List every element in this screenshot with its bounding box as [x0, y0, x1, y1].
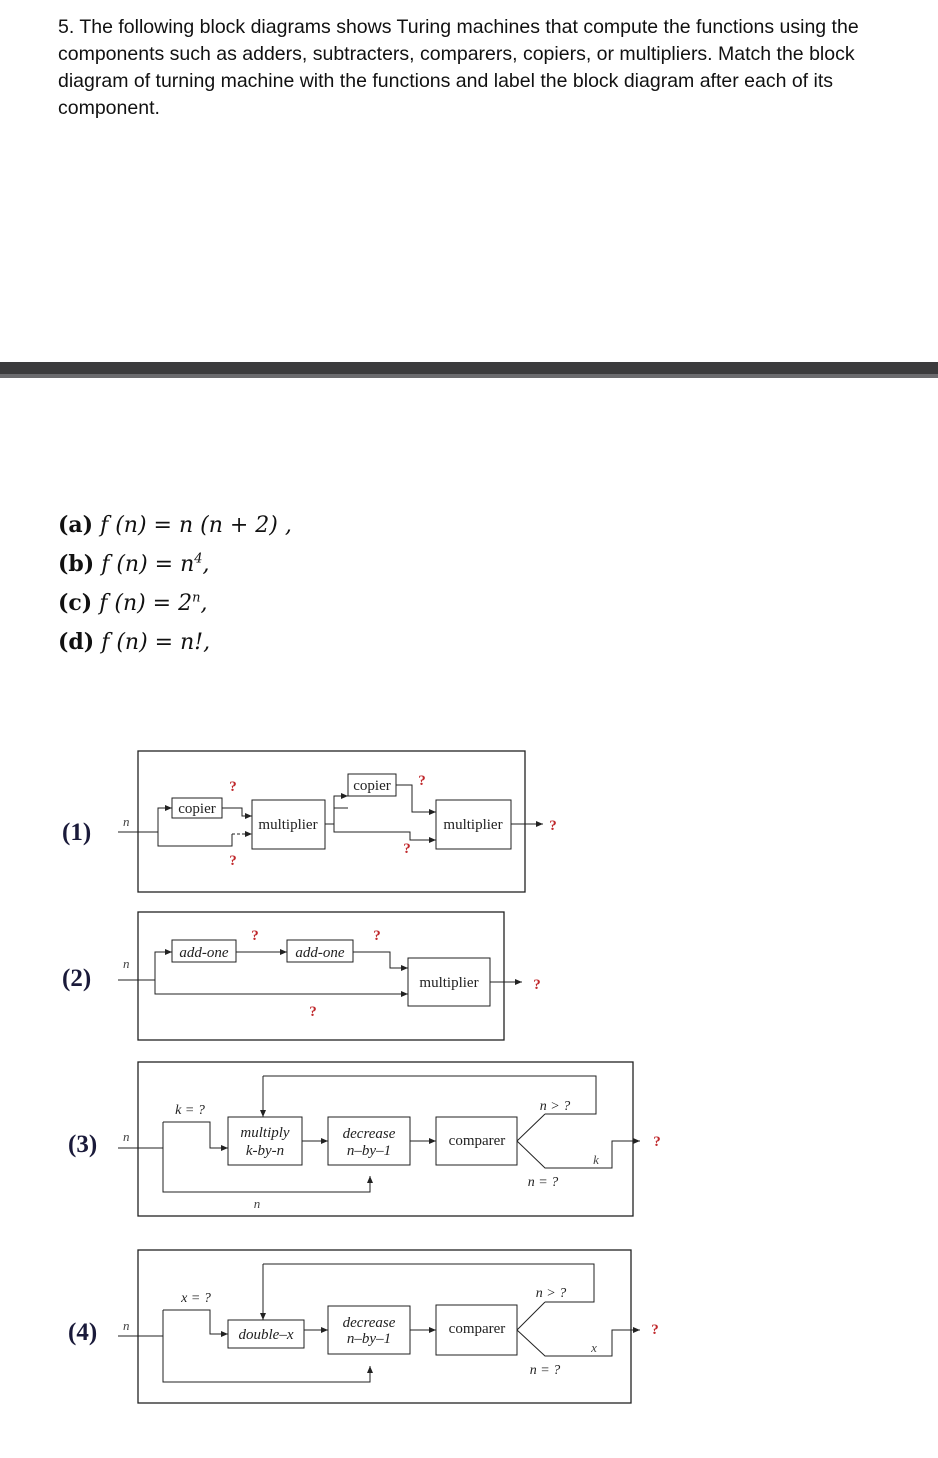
output-question-mark: ?	[651, 1322, 659, 1338]
multiplier-label: multiplier	[258, 817, 317, 833]
input-label: n	[123, 1318, 130, 1333]
gt-condition: n > ?	[540, 1099, 570, 1114]
decrease-label-2: n–by–1	[347, 1143, 391, 1159]
output-question-mark: ?	[533, 977, 541, 993]
question-mark: ?	[418, 773, 426, 789]
multiplier-box	[251, 799, 326, 850]
expr-base: f (n) = n	[101, 552, 195, 577]
comparer-box	[435, 1304, 518, 1356]
diagram-1: (1) n copier ? ? multiplier copier ? ? m…	[62, 750, 557, 893]
init-text: k = ?	[175, 1103, 205, 1118]
add-one-label: add-one	[179, 945, 228, 961]
expr-sup: 4	[194, 551, 203, 567]
multiplier-label: multiplier	[443, 817, 502, 833]
multiply-label-1: multiply	[240, 1125, 290, 1141]
question-mark: ?	[309, 1004, 317, 1020]
function-a: (a) f (n) = n (n + 2) ,	[58, 512, 292, 551]
decrease-label-1: decrease	[343, 1315, 396, 1331]
multiplier-label: multiplier	[419, 975, 478, 991]
question-mark: ?	[403, 841, 411, 857]
question-text: 5. The following block diagrams shows Tu…	[58, 16, 859, 119]
decrease-box	[327, 1116, 411, 1166]
multiplier-box	[407, 957, 491, 1007]
diagram-frame	[137, 750, 526, 893]
diagram-frame	[137, 1249, 632, 1404]
multiplier-box	[435, 799, 512, 850]
double-label: double–x	[239, 1327, 294, 1343]
add-one-box	[286, 939, 354, 963]
output-question-mark: ?	[549, 818, 557, 834]
decrease-box	[327, 1305, 411, 1355]
eq-condition: n = ?	[530, 1363, 560, 1378]
output-var: x	[590, 1340, 597, 1355]
function-expr: f (n) = n (n + 2) ,	[100, 513, 292, 538]
question-mark: ?	[229, 779, 237, 795]
comparer-box	[435, 1116, 518, 1166]
loop-var: n	[254, 1196, 261, 1211]
diagram-4: (4) n x = ? double–x decrease n–by–1 com…	[68, 1249, 659, 1404]
expr-tail: ,	[200, 591, 208, 616]
function-label: (a)	[58, 512, 94, 538]
diagram-label: (3)	[68, 1131, 97, 1158]
question-mark: ?	[251, 928, 259, 944]
gt-condition: n > ?	[536, 1286, 566, 1301]
input-label: n	[123, 956, 130, 971]
function-expr: f (n) = n!,	[101, 630, 211, 655]
output-question-mark: ?	[653, 1134, 661, 1150]
multiply-label-2: k-by-n	[246, 1143, 284, 1159]
function-b: (b) f (n) = n4,	[58, 551, 292, 590]
add-one-label: add-one	[295, 945, 344, 961]
expr-sup: n	[192, 590, 201, 606]
copier-label: copier	[353, 778, 390, 794]
expr-tail: ,	[202, 552, 210, 577]
comparer-label: comparer	[449, 1133, 506, 1149]
double-box	[227, 1319, 305, 1349]
copier-label: copier	[178, 801, 215, 817]
expr-base: f (n) = 2	[99, 591, 193, 616]
function-label: (c)	[58, 590, 93, 616]
separator-bar	[0, 362, 938, 378]
function-expr: f (n) = 2n,	[99, 591, 207, 616]
function-list: (a) f (n) = n (n + 2) , (b) f (n) = n4, …	[58, 512, 292, 668]
diagram-frame	[137, 911, 505, 1041]
eq-condition: n = ?	[528, 1175, 558, 1190]
function-d: (d) f (n) = n!,	[58, 629, 292, 668]
diagram-3: (3) n k = ? multiply k-by-n n decrease n…	[68, 1061, 661, 1217]
decrease-label-1: decrease	[343, 1126, 396, 1142]
comparer-label: comparer	[449, 1321, 506, 1337]
diagram-2: (2) n add-one ? add-one ? ? multiplier ?	[62, 911, 541, 1041]
function-label: (d)	[58, 629, 95, 655]
init-condition: x = ?	[180, 1291, 211, 1306]
function-label: (b)	[58, 551, 95, 577]
question-mark: ?	[373, 928, 381, 944]
diagram-label: (4)	[68, 1319, 97, 1346]
output-var: k	[593, 1152, 599, 1167]
input-label: n	[123, 814, 130, 829]
function-expr: f (n) = n4,	[101, 552, 209, 577]
multiply-box	[227, 1116, 303, 1166]
decrease-label-2: n–by–1	[347, 1331, 391, 1347]
add-one-box	[171, 939, 237, 963]
question-mark: ?	[229, 853, 237, 869]
diagram-label: (2)	[62, 965, 91, 992]
function-c: (c) f (n) = 2n,	[58, 590, 292, 629]
input-label: n	[123, 1129, 130, 1144]
diagram-label: (1)	[62, 819, 91, 846]
init-condition: k = ?	[175, 1103, 205, 1118]
